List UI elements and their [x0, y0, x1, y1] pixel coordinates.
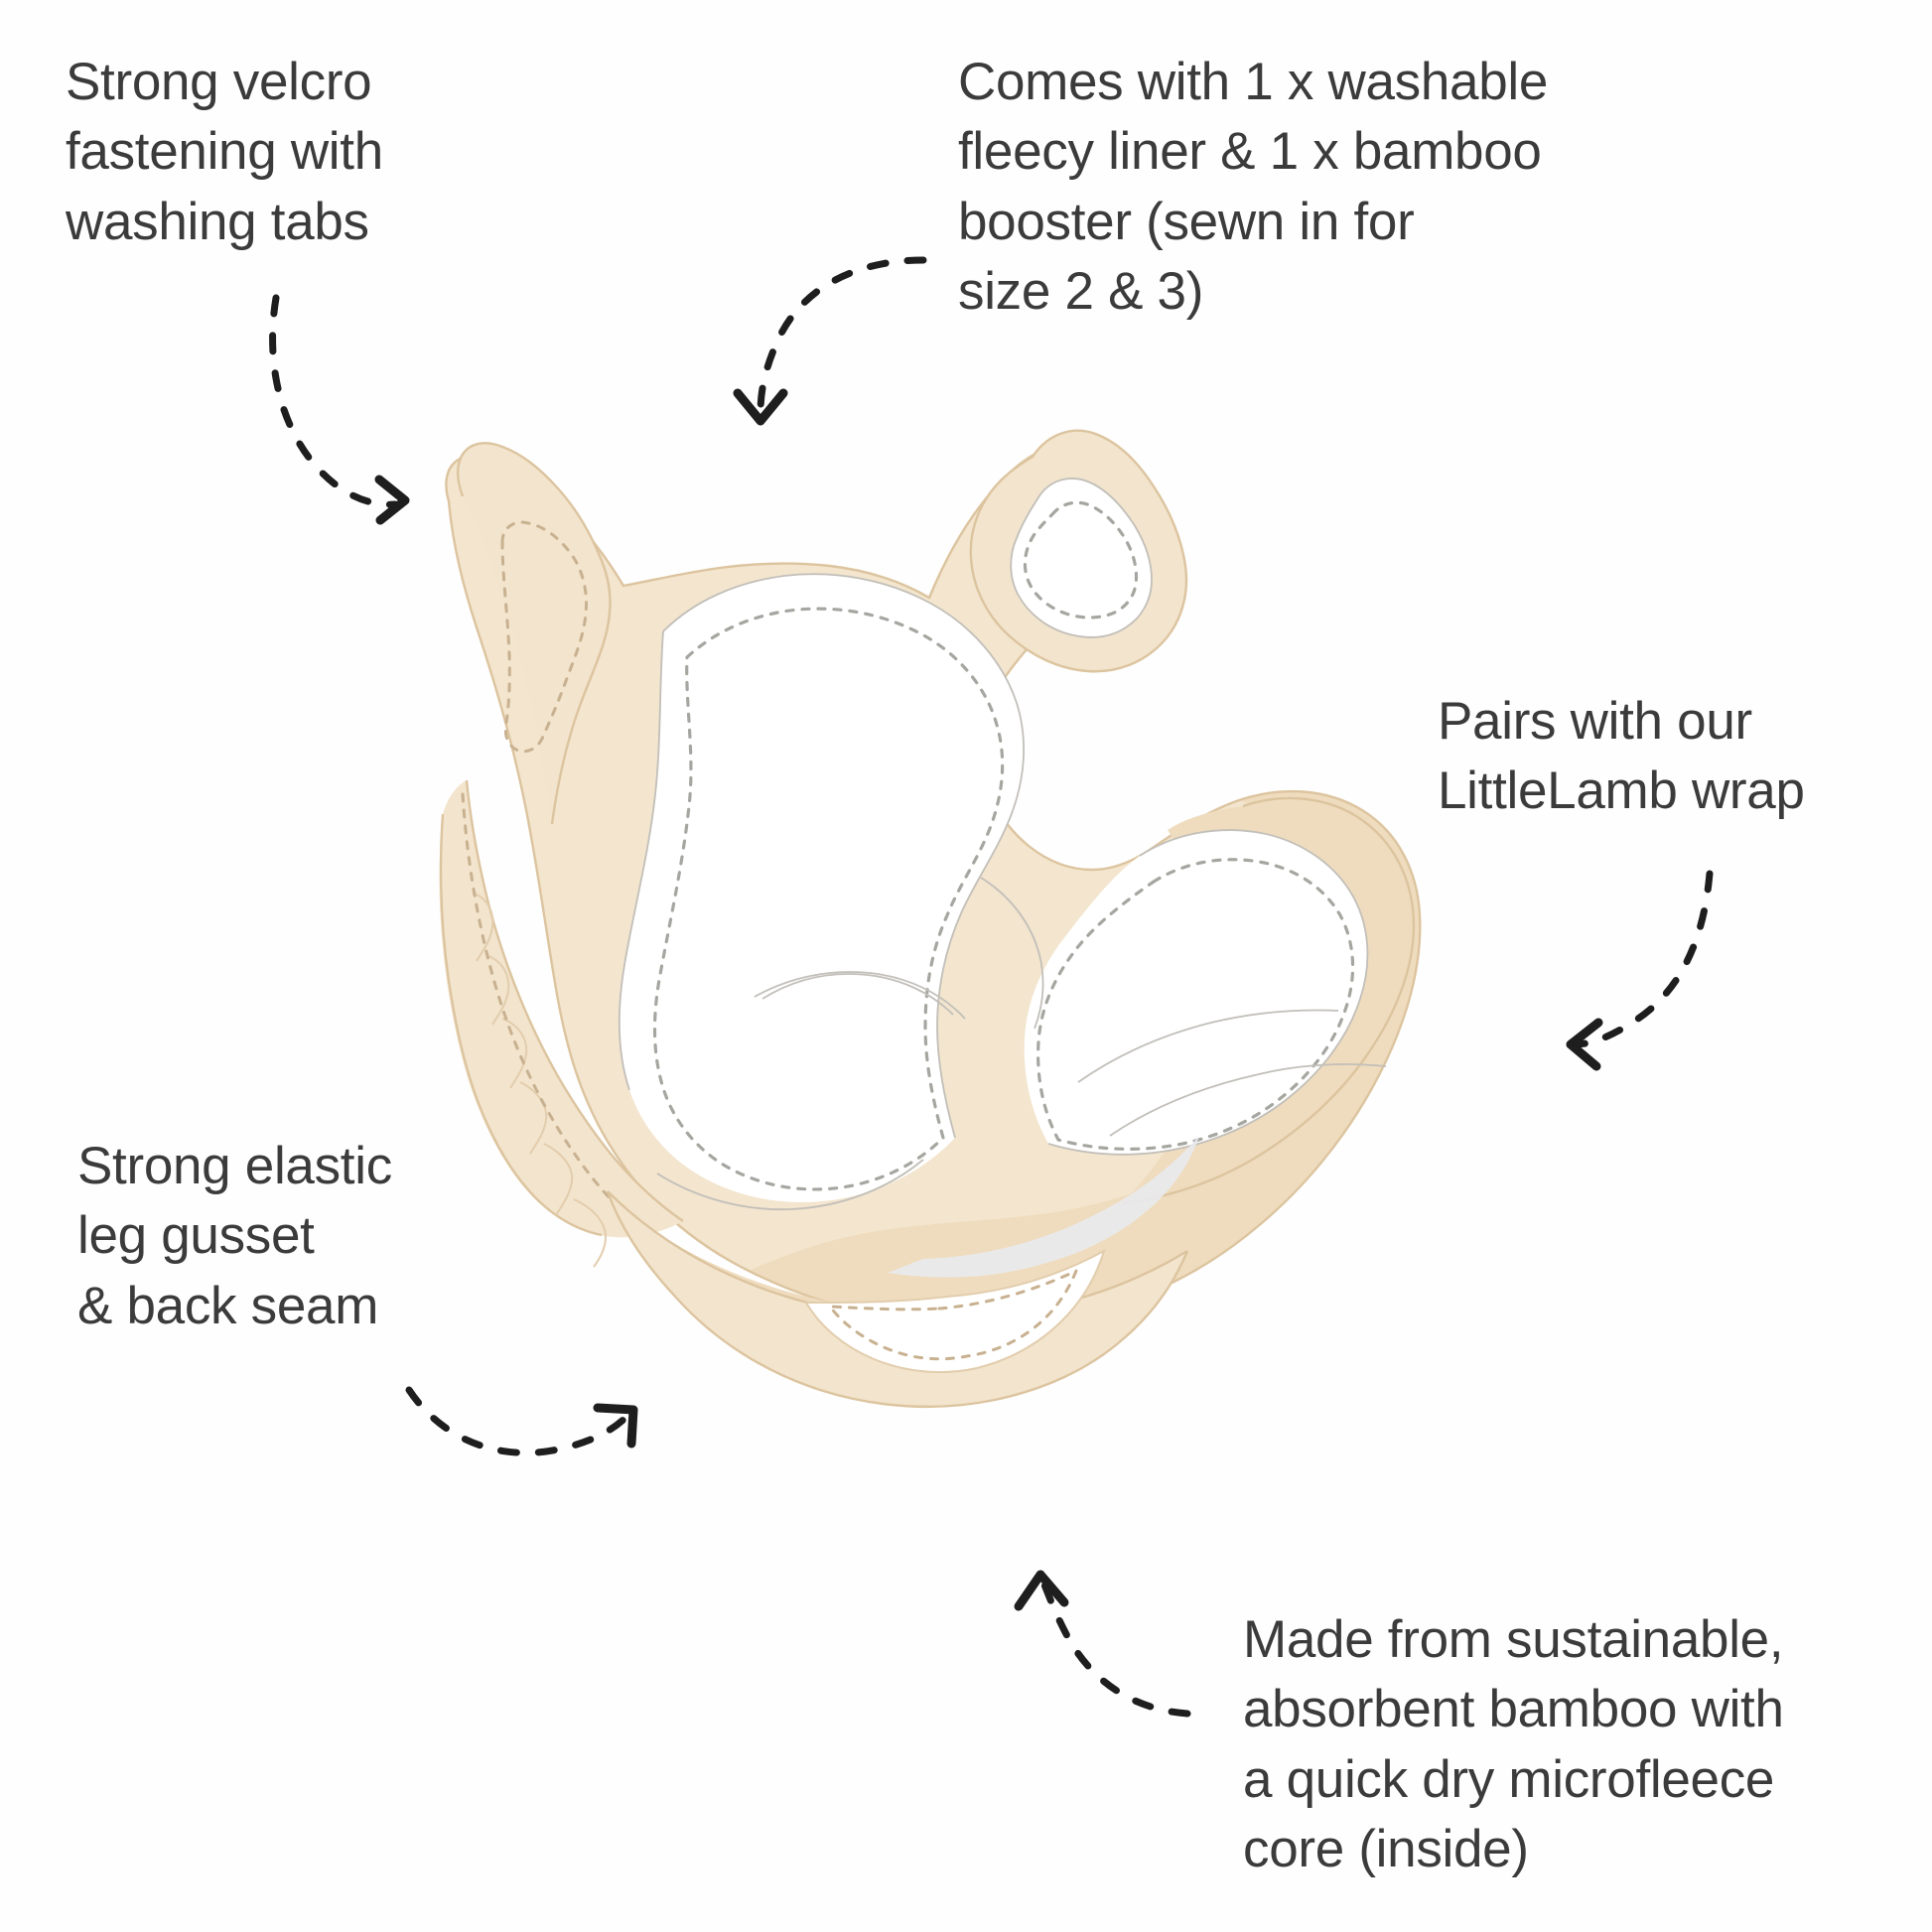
- arrow-bamboo: [1014, 1570, 1191, 1718]
- arrow-liner: [733, 256, 927, 426]
- seam-lines: [754, 877, 1387, 1137]
- annotation-pairs-with-wrap-text: Pairs with our LittleLamb wrap: [1438, 692, 1805, 821]
- arrow-gusset: [405, 1386, 638, 1456]
- annotation-liner-text: Comes with 1 x washable fleecy liner & 1…: [958, 53, 1549, 322]
- annotation-velcro-text: Strong velcro fastening with washing tab…: [66, 53, 383, 251]
- right-wing: [1024, 796, 1416, 1205]
- velcro-wing-left: [457, 442, 612, 825]
- velcro-tab-top-right: [969, 429, 1188, 673]
- arrow-velcro: [269, 294, 410, 525]
- annotation-bamboo-core-text: Made from sustainable, absorbent bamboo …: [1243, 1610, 1784, 1879]
- arrow-pairs: [1566, 870, 1714, 1071]
- annotation-leg-gusset-text: Strong elastic leg gusset & back seam: [77, 1137, 392, 1335]
- liner-shadow: [888, 1136, 1199, 1278]
- liner-body: [618, 573, 1025, 1211]
- nappy-outer-body: [445, 443, 1422, 1326]
- bottom-panel: [606, 1190, 1189, 1409]
